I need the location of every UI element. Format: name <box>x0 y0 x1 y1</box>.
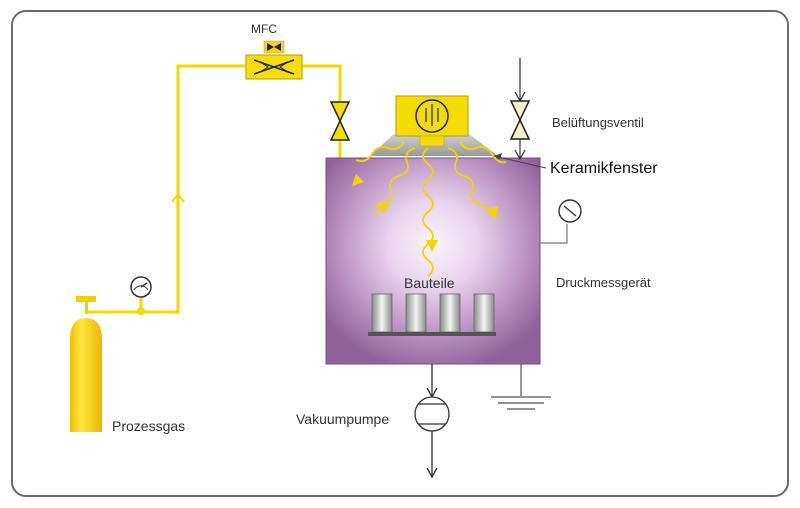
mfc-label: MFC <box>251 22 277 36</box>
ceramic-window-pointer <box>493 153 547 169</box>
parts-label: Bauteile <box>404 275 455 291</box>
parts-tray <box>368 293 496 336</box>
pressure-gauge-icon <box>540 199 582 244</box>
vacuum-chamber <box>325 157 541 365</box>
ceramic-window-label: Keramikfenster <box>550 160 658 177</box>
vacuum-pump-icon <box>414 364 450 479</box>
vacuum-pump-label: Vakuumpumpe <box>296 411 389 427</box>
ground-icon <box>491 364 551 410</box>
inlet-valve-icon <box>329 101 351 141</box>
wave-arrow-icon <box>352 174 498 252</box>
mfc-icon <box>245 40 303 80</box>
gas-cylinder <box>70 296 102 432</box>
microwave-waves <box>355 141 507 277</box>
vent-valve-icon <box>509 58 531 161</box>
pressure-gauge-label: Druckmessgerät <box>556 275 651 290</box>
magnetron <box>370 95 498 156</box>
gas-gauge-icon <box>130 276 152 315</box>
process-gas-label: Prozessgas <box>112 418 185 434</box>
vent-valve-label: Belüftungsventil <box>552 115 644 130</box>
